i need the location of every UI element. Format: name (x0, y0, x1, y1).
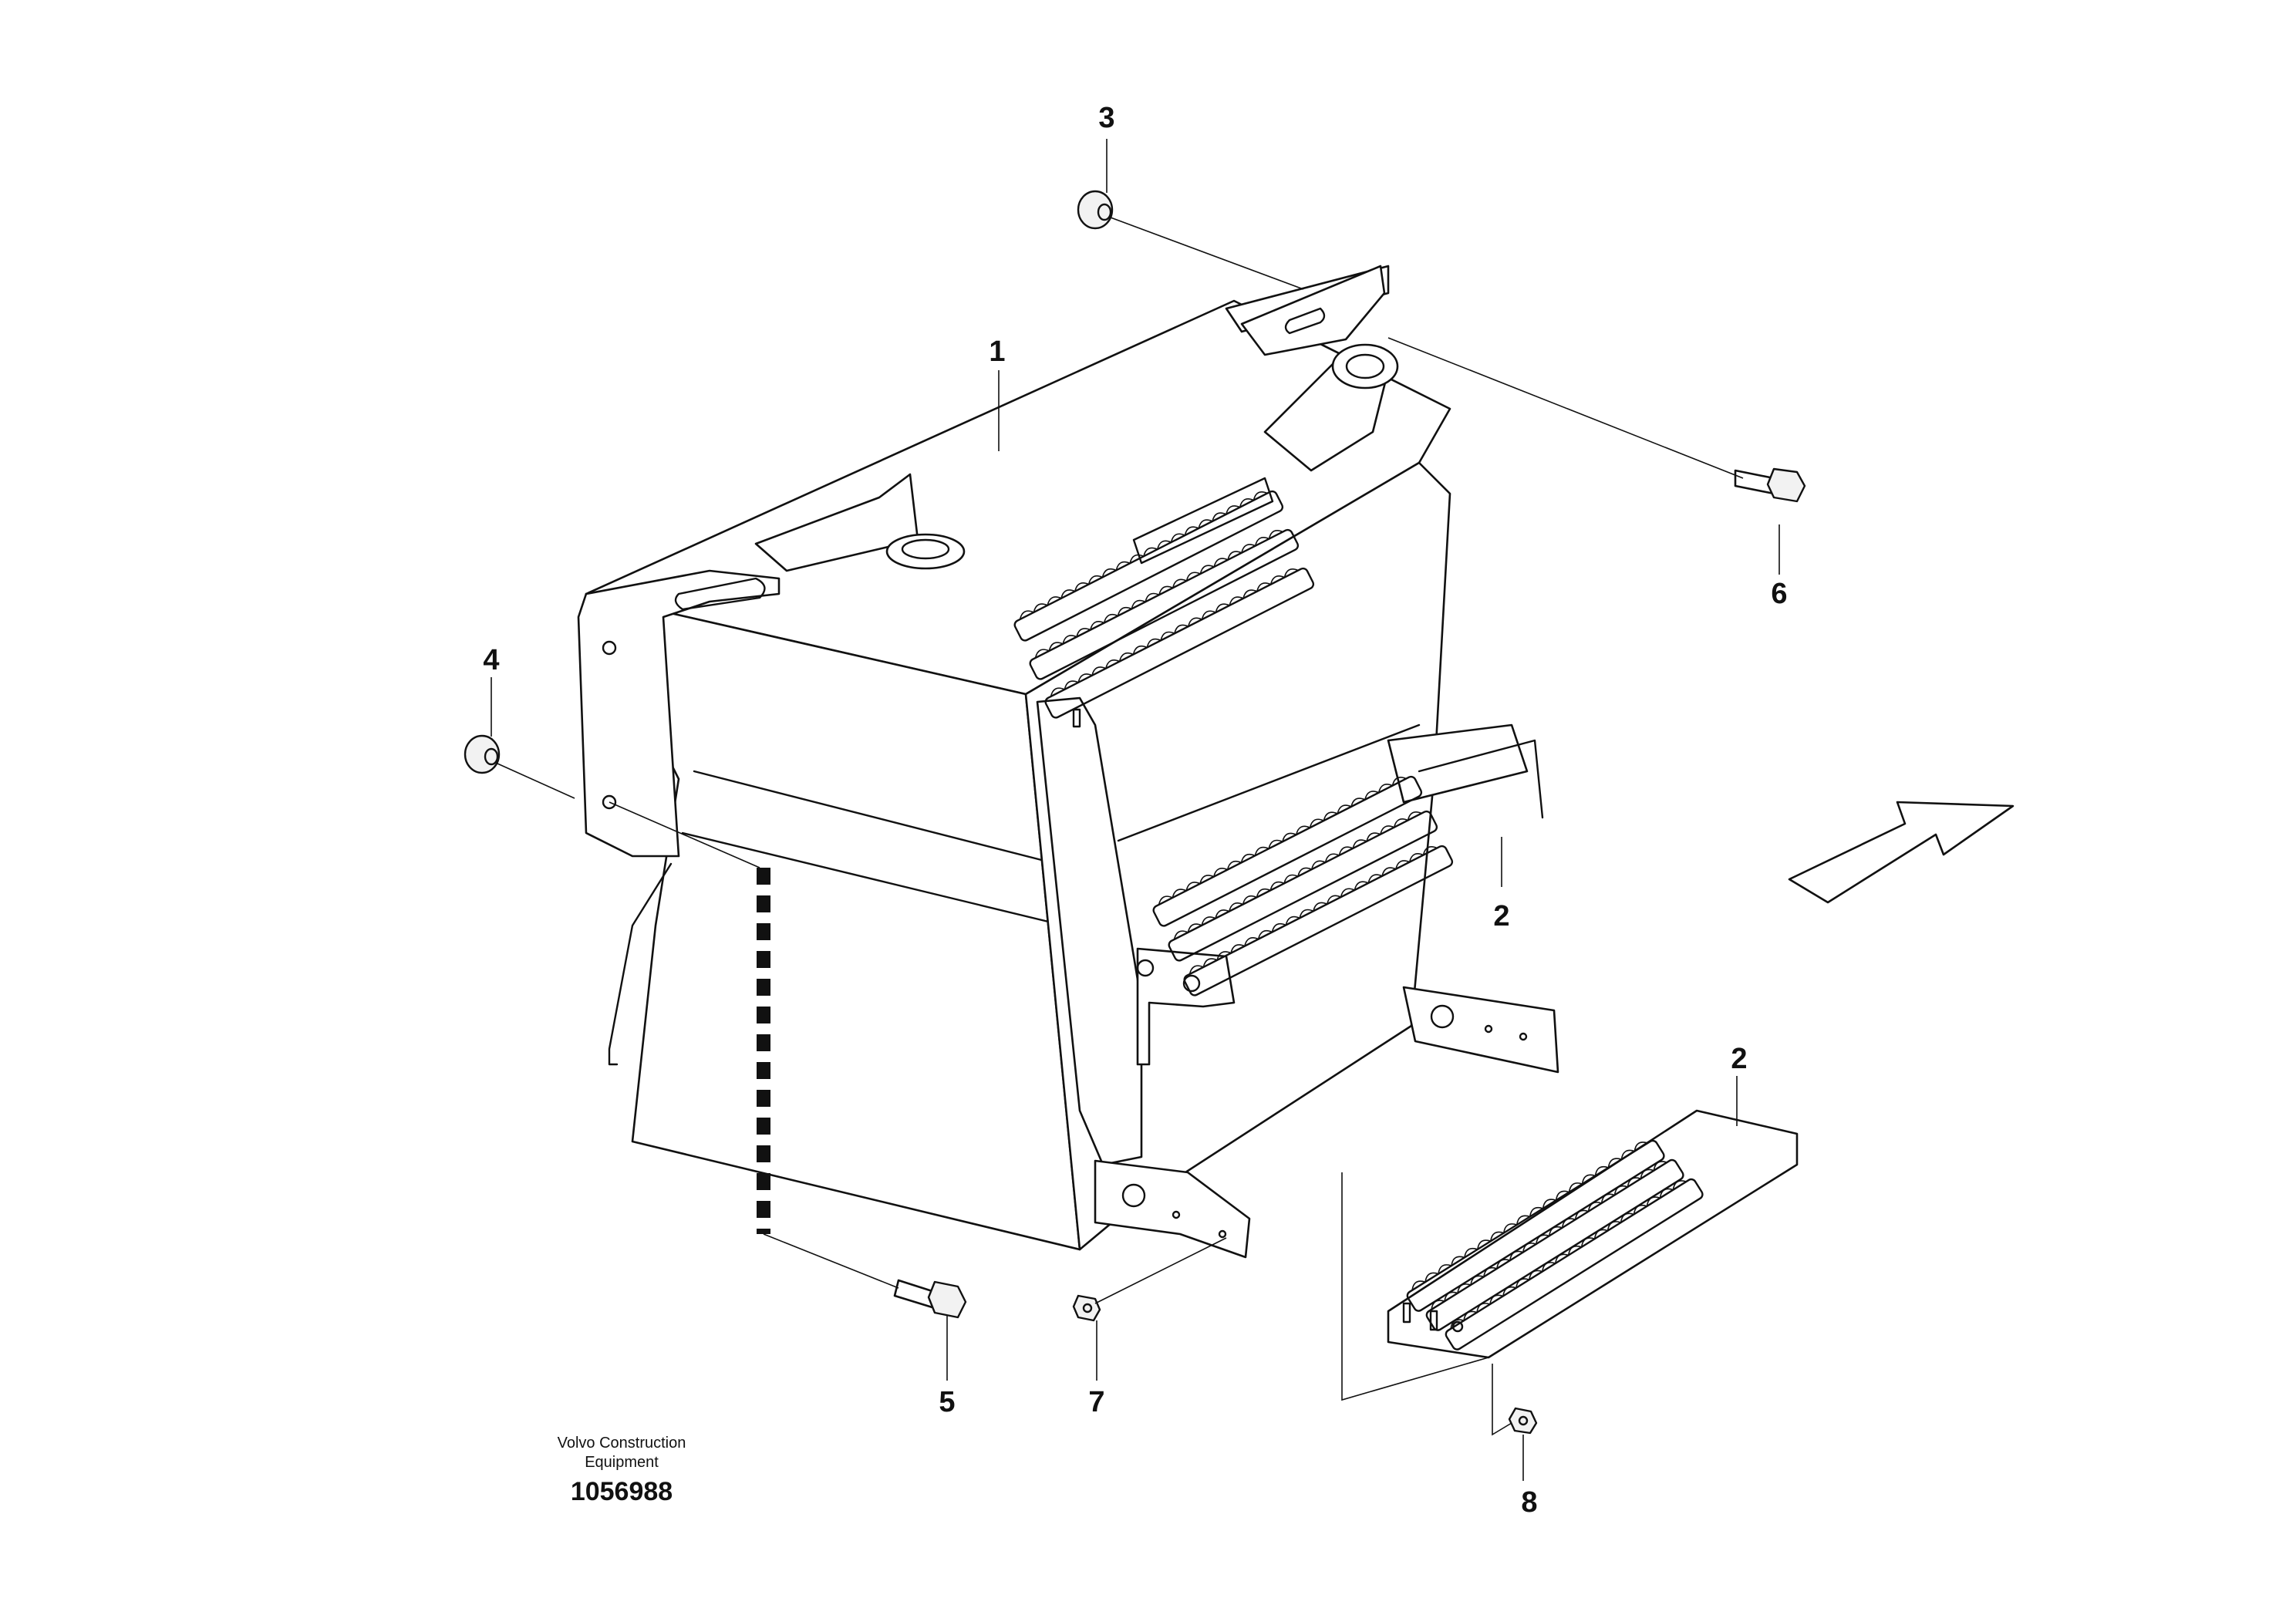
step-grating-mid (1148, 723, 1544, 998)
company-name-line2: Equipment (585, 1454, 659, 1471)
callout-2-lower: 2 (1731, 1043, 1747, 1075)
bolt-7-icon (1072, 1294, 1101, 1322)
washer-3-icon (1077, 190, 1114, 230)
callout-5: 5 (939, 1386, 955, 1418)
company-name-line1: Volvo Construction (558, 1435, 686, 1452)
step-grating-2 (1387, 1109, 1799, 1359)
fuel-tank (577, 265, 1559, 1259)
bolt-6-icon (1734, 467, 1806, 503)
callout-6: 6 (1771, 578, 1787, 610)
nut-8-icon (1508, 1407, 1538, 1435)
callout-4: 4 (483, 644, 499, 676)
bolt-5-icon (893, 1279, 967, 1319)
callout-7: 7 (1088, 1386, 1104, 1418)
callout-3: 3 (1098, 102, 1114, 134)
callout-leaders (491, 139, 1780, 1481)
forward-arrow-icon (1788, 801, 2014, 904)
washer-4-icon (464, 734, 501, 774)
drawing-number: 1056988 (571, 1477, 673, 1506)
assembly-lines (497, 217, 1744, 1436)
callout-1: 1 (989, 336, 1005, 368)
step-grating-upper (1010, 477, 1317, 720)
callout-2-upper: 2 (1493, 900, 1509, 932)
callout-8: 8 (1521, 1486, 1537, 1519)
